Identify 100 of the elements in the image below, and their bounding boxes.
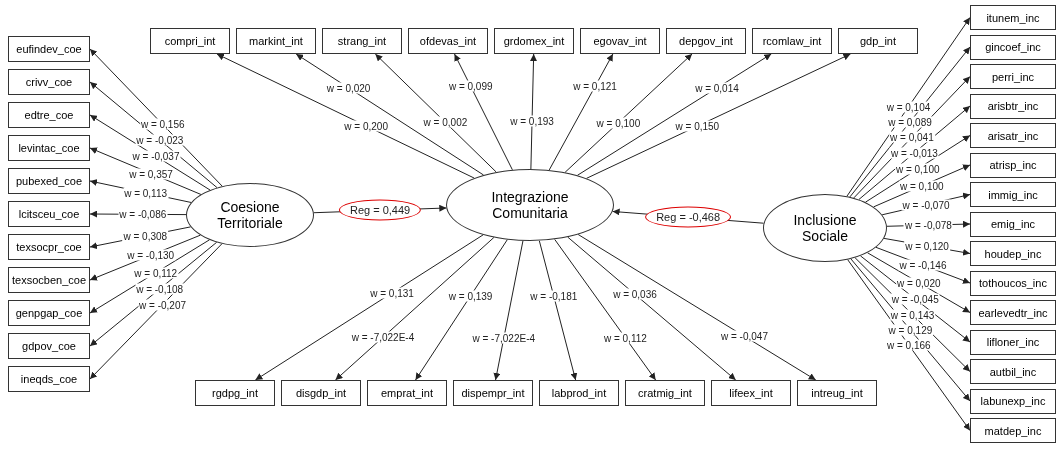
edge-label: w = -0,078 [903,219,953,231]
edge-label: w = 0,193 [509,115,555,127]
indicator-box: edtre_coe [8,102,90,128]
edge-label: w = 0,112 [602,332,648,344]
edge-label: Reg = -0,468 [645,206,732,228]
edge-label: w = -0,013 [889,147,939,159]
indicator-box: perri_inc [970,64,1056,89]
edge-label: w = 0,357 [128,168,174,180]
edge-label: w = -0,037 [131,150,181,162]
latent-variable-ellipse: Integrazione Comunitaria [446,169,614,241]
indicator-box: disgdp_int [281,380,361,406]
arrow [548,53,614,171]
edge-label: w = 0,002 [422,116,469,128]
edge-label: w = -0,086 [118,208,168,220]
indicator-box: compri_int [150,28,230,54]
edge-label: w = 0,099 [447,80,494,92]
edge-label: w = -0,023 [135,134,185,146]
indicator-box: grdomex_int [494,28,574,54]
indicator-box: itunem_inc [970,5,1056,30]
indicator-box: labunexp_inc [970,388,1056,414]
indicator-box: ineqds_coe [8,366,90,392]
edge-label: w = -0,130 [126,249,176,261]
edge-label: w = 0,100 [898,180,945,192]
edge-label: w = 0,020 [325,82,372,94]
indicator-box: strang_int [322,28,402,54]
indicator-box: lifeex_int [711,380,791,406]
edge-label: w = 0,020 [895,277,942,289]
indicator-box: depgov_int [666,28,746,54]
edge-label: w = 0,113 [123,187,169,199]
indicator-box: arisbtr_inc [970,93,1056,119]
edge-label: w = -0,181 [529,290,579,302]
edge-label: w = 0,089 [887,116,933,128]
edge-label: w = 0,121 [572,80,618,92]
edge-label: w = 0,200 [343,120,389,132]
arrow [576,53,772,176]
edge-label: w = 0,041 [889,131,935,143]
indicator-box: levintac_coe [8,135,90,161]
indicator-box: egovav_int [580,28,660,54]
indicator-box: immig_inc [970,182,1056,207]
indicator-box: texsocpr_coe [8,234,90,260]
edge-label: w = -7,022E-4 [350,331,416,343]
arrow [586,53,851,179]
edge-label: w = 0,112 [133,267,179,279]
arrow [538,240,578,381]
edge-label: w = 0,139 [447,290,494,302]
arrow [334,237,495,381]
indicator-box: texsocben_coe [8,267,90,293]
arrow [847,259,971,431]
edge-label: w = -0,047 [720,330,769,342]
indicator-box: ofdevas_int [408,28,488,54]
indicator-box: gdp_int [838,28,918,54]
indicator-box: rcomlaw_int [752,28,832,54]
indicator-box: genpgap_coe [8,300,90,326]
edge-label: w = -0,146 [898,259,948,271]
indicator-box: crivv_coe [8,69,90,95]
arrow [254,234,484,381]
edge-label: w = 0,100 [894,163,941,175]
arrow [493,240,524,381]
indicator-box: emig_inc [970,211,1056,237]
edge-label: w = -7,022E-4 [471,332,537,344]
edge-label: w = -0,045 [890,293,940,305]
arrow [216,53,475,179]
indicator-box: gincoef_inc [970,34,1056,60]
indicator-box: houdep_inc [970,241,1056,266]
edge-label: w = 0,143 [889,309,936,321]
arrow [564,53,693,173]
edge-label: w = 0,156 [139,118,186,130]
indicator-box: autbil_inc [970,359,1056,384]
indicator-box: earlevedtr_inc [970,300,1056,325]
indicator-box: tothoucos_inc [970,270,1056,296]
indicator-box: gdpov_coe [8,333,90,359]
arrow [295,53,485,176]
indicator-box: emprat_int [367,380,447,406]
edge-label: w = 0,014 [694,82,740,94]
indicator-box: dispempr_int [453,380,533,406]
indicator-box: eufindev_coe [8,36,90,62]
indicator-box: lcitsceu_coe [8,201,90,227]
edge-label: w = 0,104 [885,101,932,113]
arrow [454,53,513,171]
arrow [415,239,508,381]
indicator-box: markint_int [236,28,316,54]
indicator-box: lifloner_inc [970,329,1056,355]
edge-label: Reg = 0,449 [338,199,422,221]
edge-label: w = -0,108 [135,283,185,295]
latent-variable-ellipse: Coesione Territoriale [186,183,314,247]
arrow [577,234,817,381]
arrow [374,53,497,173]
indicator-box: rgdpg_int [195,380,275,406]
arrow [567,236,737,381]
edge-label: w = 0,166 [886,339,932,351]
edge-label: w = 0,036 [612,288,658,300]
arrow [530,53,537,170]
indicator-box: matdep_inc [970,418,1056,443]
indicator-box: atrisp_inc [970,152,1056,178]
edge-label: w = 0,150 [674,120,721,132]
edge-label: w = 0,308 [122,230,169,242]
indicator-box: labprod_int [539,380,619,406]
edge-label: w = 0,100 [595,117,642,129]
indicator-box: intreug_int [797,380,877,406]
edge-label: w = -0,070 [901,199,951,211]
